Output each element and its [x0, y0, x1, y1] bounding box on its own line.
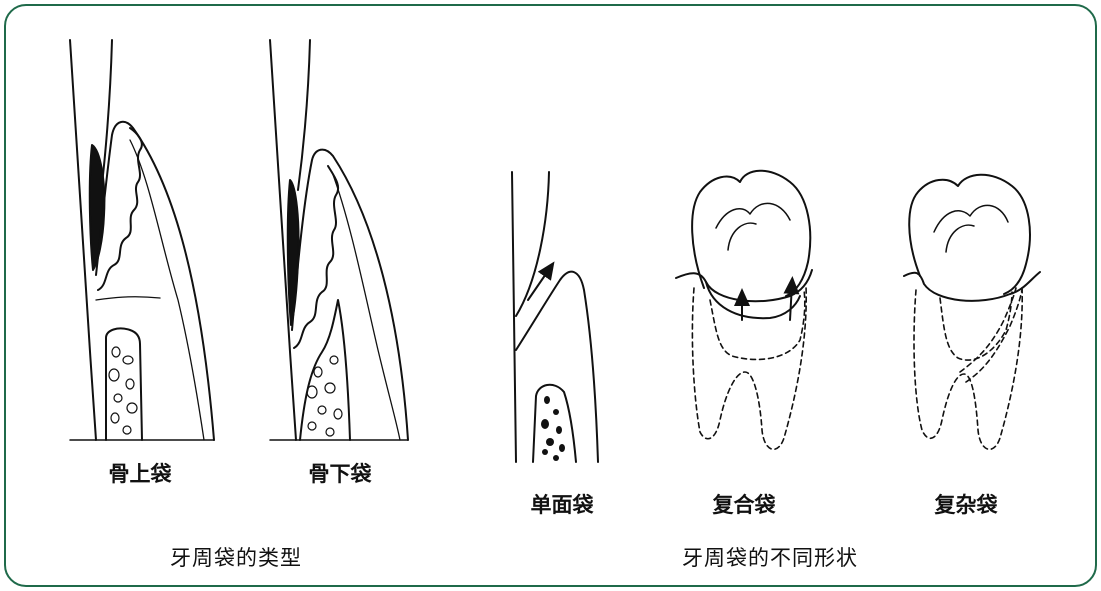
caption-pocket-shapes: 牙周袋的不同形状 — [682, 542, 858, 572]
infrabony-pocket-drawing — [270, 40, 408, 440]
label-complex-pocket: 复杂袋 — [935, 489, 998, 519]
compound-pocket-drawing — [676, 171, 812, 450]
suprabony-pocket-drawing — [70, 40, 214, 440]
label-simple-pocket: 单面袋 — [531, 489, 594, 519]
label-compound-pocket: 复合袋 — [713, 489, 776, 519]
complex-pocket-drawing — [904, 175, 1040, 450]
label-infrabony-pocket: 骨下袋 — [309, 458, 372, 488]
label-suprabony-pocket: 骨上袋 — [109, 458, 172, 488]
caption-pocket-types: 牙周袋的类型 — [170, 542, 302, 572]
simple-pocket-drawing — [512, 172, 598, 462]
